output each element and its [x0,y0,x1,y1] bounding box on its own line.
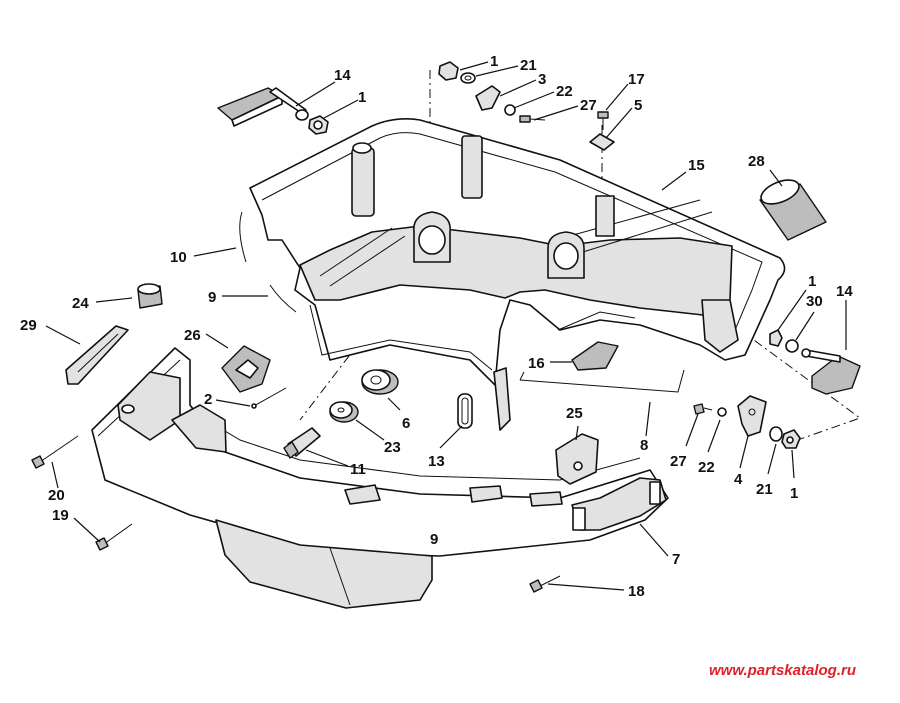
bolt-part-20 [31,435,79,469]
callout-27-right: 27 [670,453,687,470]
callout-27-top: 27 [580,97,597,114]
rod-part-8 [519,369,685,393]
bracket-part-25 [555,433,599,485]
grommet-part-6 [361,369,399,395]
seal-strips-part-10-9 [239,211,297,313]
callout-numbers: 1 21 3 22 27 17 5 14 1 15 28 10 9 24 29 … [20,53,853,600]
clip-part-13 [457,393,473,429]
callout-25: 25 [566,405,583,422]
callout-22-right: 22 [698,459,715,476]
callout-18: 18 [628,583,645,600]
callout-6: 6 [402,415,410,432]
callout-30: 30 [806,293,823,310]
leader-lines [45,61,847,591]
callout-22-top: 22 [556,83,573,100]
callout-10: 10 [170,249,187,266]
washer-part-23 [329,401,359,423]
pin-part-2 [251,387,287,409]
stud-part-11 [283,427,321,459]
watermark-url: www.partskatalog.ru [709,662,856,679]
pad-part-16 [571,341,619,371]
callout-5: 5 [634,97,642,114]
callout-1-right: 1 [790,485,798,502]
callout-14-top: 14 [334,67,351,84]
callout-21-top: 21 [520,57,537,74]
bolt-part-18 [529,575,561,593]
hardware-stack-right [693,329,801,449]
callout-1-top: 1 [490,53,498,70]
callout-21-right: 21 [756,481,773,498]
bolt-part-19 [95,523,133,551]
handle-part-14-right [801,348,861,395]
callout-19: 19 [52,507,69,524]
callout-11: 11 [350,461,366,478]
callout-26: 26 [184,327,201,344]
hardware-stack-top [438,61,546,123]
callout-28: 28 [748,153,765,170]
callout-1-left: 1 [358,89,366,106]
callout-9: 9 [208,289,216,306]
callout-4: 4 [734,471,743,488]
callout-7: 7 [672,551,680,568]
callout-3: 3 [538,71,546,88]
callout-8: 8 [640,437,648,454]
callout-17: 17 [628,71,645,88]
callout-20: 20 [48,487,65,504]
upper-cowl-part-15 [249,118,786,431]
bumper-part-24 [137,283,163,309]
handle-part-14-top [217,87,309,127]
latch-plate-part-29 [65,325,129,385]
callout-1-mid: 1 [808,273,816,290]
callout-29: 29 [20,317,37,334]
callout-2: 2 [204,391,212,408]
nut-part-1-left [308,115,329,135]
callout-16: 16 [528,355,545,372]
screw-clip-part-17-5 [589,111,615,151]
callout-24: 24 [72,295,89,312]
callout-15: 15 [688,157,705,174]
cowl-stamp-label: 9 [430,531,438,548]
sleeve-part-28 [759,179,827,241]
callout-13: 13 [428,453,445,470]
callout-23: 23 [384,439,401,456]
grommet-part-26 [221,345,271,393]
callout-14-right: 14 [836,283,853,300]
